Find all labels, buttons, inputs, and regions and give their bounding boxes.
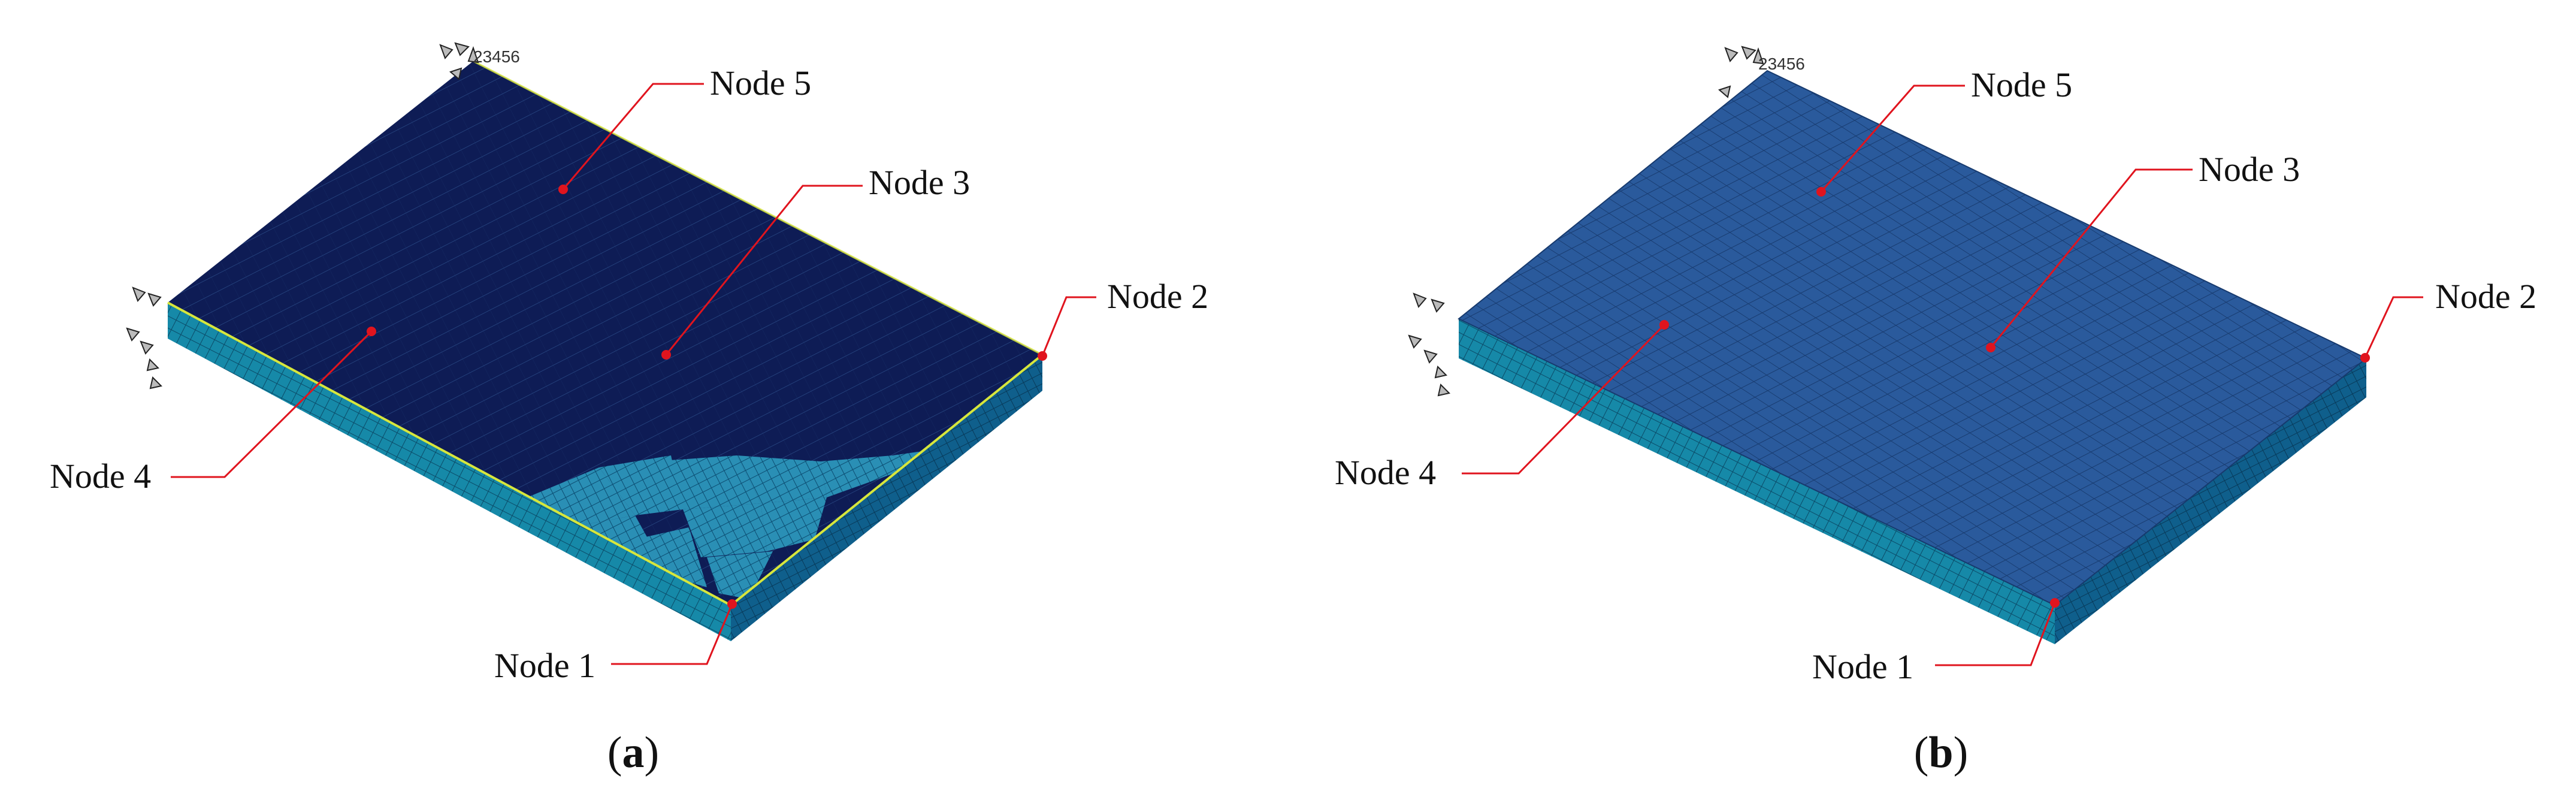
- plate-a-mesh-patches: [527, 449, 935, 599]
- constraint-label: 23456: [473, 47, 520, 66]
- node-3-annotation: Node 3: [661, 163, 970, 360]
- plate-a-right-side: [731, 355, 1042, 641]
- node-label: Node 1: [494, 646, 595, 685]
- node-3-annotation: Node 3: [1986, 150, 2300, 352]
- node-label: Node 1: [1812, 647, 1913, 686]
- node-5-annotation: Node 5: [1816, 65, 2072, 197]
- node-label: Node 4: [1335, 453, 1436, 492]
- node-2-annotation: Node 2: [2360, 277, 2536, 363]
- node-1-annotation: Node 1: [494, 599, 737, 685]
- node-5-annotation: Node 5: [558, 64, 811, 194]
- boundary-constraint-icon: 23456: [439, 42, 520, 80]
- node-label: Node 3: [869, 163, 970, 202]
- node-label: Node 3: [2199, 150, 2300, 189]
- boundary-constraint-icon: 23456: [1718, 46, 1805, 98]
- node-label: Node 2: [2435, 277, 2536, 316]
- node-label: Node 5: [710, 64, 811, 102]
- panel-caption: (a): [607, 728, 659, 777]
- node-4-annotation: Node 4: [1335, 320, 1669, 492]
- boundary-constraint-icon: [126, 286, 162, 390]
- plate-b-front-side: [1459, 319, 2055, 644]
- node-4-annotation: Node 4: [50, 327, 376, 496]
- node-1-annotation: Node 1: [1812, 598, 2060, 686]
- plate-b-top-face: [1459, 71, 2366, 605]
- panel-caption: (b): [1914, 728, 1968, 777]
- plate-b-right-side: [2055, 358, 2366, 644]
- plate-a-front-side: [168, 303, 731, 641]
- constraint-label: 23456: [1758, 55, 1805, 73]
- boundary-constraint-icon: [1408, 292, 1450, 397]
- node-label: Node 4: [50, 457, 151, 496]
- node-2-annotation: Node 2: [1038, 277, 1208, 361]
- node-label: Node 5: [1971, 65, 2072, 104]
- node-label: Node 2: [1107, 277, 1208, 316]
- panel-b: 23456 Node 5 Node 3 Node 2 Node 4: [1335, 46, 2536, 777]
- panel-a: 23456 Node 5 Node 3 Node 2 Node 4: [50, 42, 1208, 777]
